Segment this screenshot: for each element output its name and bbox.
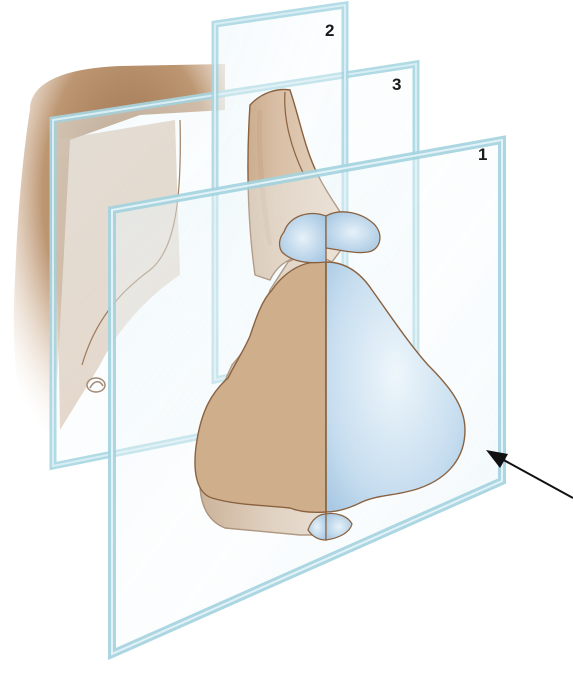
plane-2-label: 2 (325, 21, 334, 40)
plane-1-label: 1 (478, 145, 487, 164)
plane-3-label: 3 (392, 75, 401, 94)
